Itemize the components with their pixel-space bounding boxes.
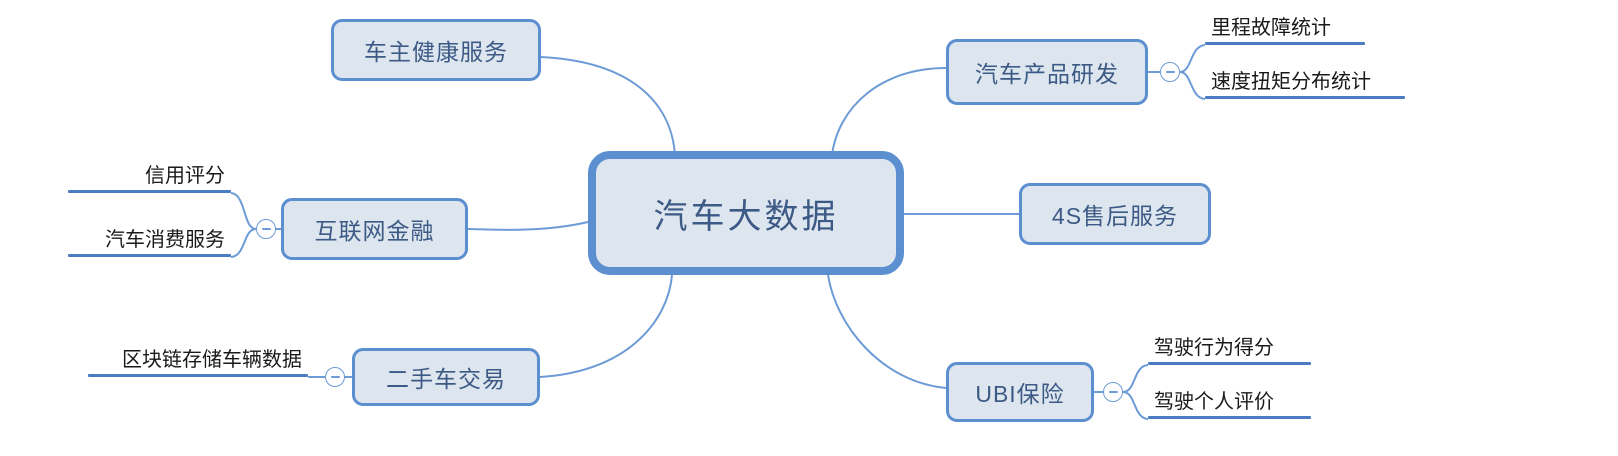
leaf-label: 信用评分 xyxy=(145,165,225,187)
wire-ubi-leaf-1 xyxy=(1122,364,1149,393)
leaf-label: 驾驶行为得分 xyxy=(1154,337,1274,359)
leaf-blockchain-vehicle-data[interactable]: 区块链存储车辆数据 xyxy=(88,349,308,377)
branch-label-after-sales-4s: 4S售后服务 xyxy=(1051,203,1179,229)
central-node[interactable]: 汽车大数据 xyxy=(588,151,904,275)
wire-center-to-ubi xyxy=(827,274,947,389)
leaf-speed-torque-distribution-stats[interactable]: 速度扭矩分布统计 xyxy=(1205,71,1405,99)
branch-label-internet-finance: 互联网金融 xyxy=(314,218,435,244)
leaf-credit-score[interactable]: 信用评分 xyxy=(68,165,231,193)
branch-node-product-rd[interactable]: 汽车产品研发 xyxy=(946,39,1148,105)
branch-node-ubi-insurance[interactable]: UBI保险 xyxy=(946,362,1094,422)
wire-internet-finance-leaf-2 xyxy=(230,228,257,258)
leaf-label: 速度扭矩分布统计 xyxy=(1211,71,1371,93)
branch-label-ubi-insurance: UBI保险 xyxy=(975,381,1065,407)
central-node-label: 汽车大数据 xyxy=(653,197,839,236)
branch-node-used-car-trade[interactable]: 二手车交易 xyxy=(352,348,540,406)
leaf-underline xyxy=(1205,96,1405,99)
minus-glyph xyxy=(1108,391,1118,393)
collapse-minus-icon-product-rd[interactable] xyxy=(1160,62,1180,82)
leaf-label: 驾驶个人评价 xyxy=(1154,391,1274,413)
leaf-underline xyxy=(88,374,308,377)
minus-glyph xyxy=(330,376,340,378)
branch-label-used-car-trade: 二手车交易 xyxy=(386,366,506,392)
collapse-minus-icon-used-car-trade[interactable] xyxy=(325,367,345,387)
leaf-label: 区块链存储车辆数据 xyxy=(122,349,302,371)
collapse-minus-icon-ubi-insurance[interactable] xyxy=(1103,382,1123,402)
branch-label-product-rd: 汽车产品研发 xyxy=(975,61,1119,87)
minus-glyph xyxy=(261,228,271,230)
wire-product-rd-leaf-1 xyxy=(1179,44,1206,73)
branch-node-after-sales-4s[interactable]: 4S售后服务 xyxy=(1019,183,1211,245)
minus-glyph xyxy=(1165,71,1175,73)
leaf-label: 汽车消费服务 xyxy=(105,229,225,251)
branch-node-owner-health[interactable]: 车主健康服务 xyxy=(331,19,541,81)
wire-center-to-product-rd xyxy=(831,67,947,156)
leaf-driving-behavior-score[interactable]: 驾驶行为得分 xyxy=(1148,337,1311,365)
leaf-auto-consumption-service[interactable]: 汽车消费服务 xyxy=(68,229,231,257)
leaf-driver-personal-evaluation[interactable]: 驾驶个人评价 xyxy=(1148,391,1311,419)
branch-node-internet-finance[interactable]: 互联网金融 xyxy=(281,198,468,260)
leaf-underline xyxy=(68,190,231,193)
branch-label-owner-health: 车主健康服务 xyxy=(364,39,508,65)
leaf-mileage-fault-stats[interactable]: 里程故障统计 xyxy=(1205,17,1365,45)
wire-center-to-owner-health xyxy=(540,56,676,156)
leaf-underline xyxy=(1148,416,1311,419)
leaf-underline xyxy=(1205,42,1365,45)
wire-center-to-internet-finance xyxy=(467,221,589,231)
wire-center-to-used-car xyxy=(539,274,673,378)
leaf-underline xyxy=(68,254,231,257)
wire-product-rd-leaf-2 xyxy=(1179,71,1206,100)
leaf-underline xyxy=(1148,362,1311,365)
wire-ubi-leaf-2 xyxy=(1122,391,1149,420)
leaf-label: 里程故障统计 xyxy=(1211,17,1331,39)
wire-internet-finance-leaf-1 xyxy=(230,192,257,230)
collapse-minus-icon-internet-finance[interactable] xyxy=(256,219,276,239)
